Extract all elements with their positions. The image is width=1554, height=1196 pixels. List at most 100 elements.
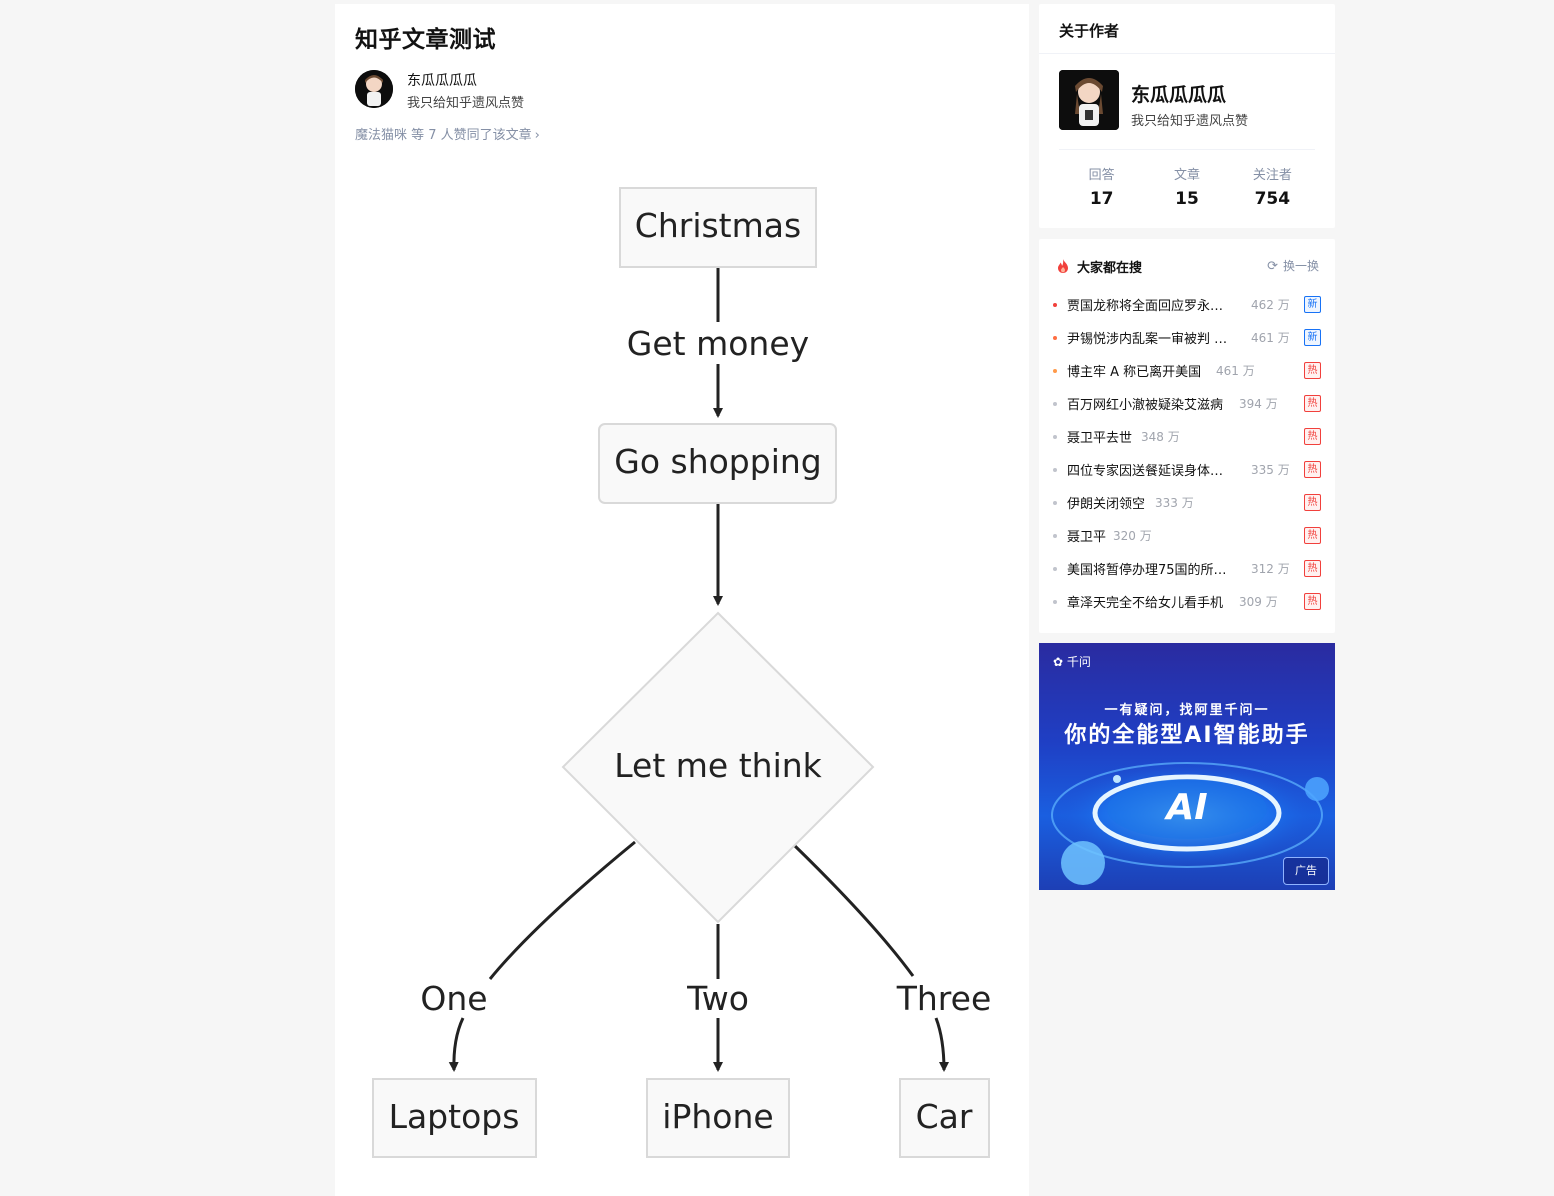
about-author-header: 关于作者 xyxy=(1039,4,1335,54)
rank-dot xyxy=(1053,435,1057,439)
hot-search-item[interactable]: 聂卫平 320 万 热 xyxy=(1053,520,1321,553)
about-author-card: 关于作者 东瓜瓜瓜瓜 我只给知乎遗风点赞 回答 17 文章 15 关注者 754 xyxy=(1039,4,1335,228)
hot-search-heat: 335 万 xyxy=(1251,463,1290,477)
rank-dot xyxy=(1053,501,1057,505)
hot-search-text: 伊朗关闭领空 xyxy=(1067,497,1146,512)
hot-search-title: 大家都在搜 xyxy=(1077,261,1143,276)
ad-headline: 你的全能型AI智能助手 xyxy=(1064,723,1310,748)
rank-dot xyxy=(1053,402,1057,406)
hot-badge: 热 xyxy=(1304,362,1321,379)
ad-subtitle: 一有疑问，找阿里千问一 xyxy=(1104,703,1270,718)
ad-brand-name: 千问 xyxy=(1066,655,1091,669)
flame-icon xyxy=(1058,259,1068,273)
hot-search-item[interactable]: 贾国龙称将全面回应罗永… 462 万 新 xyxy=(1053,289,1321,322)
hot-search-text: 美国将暂停办理75国的所… xyxy=(1067,563,1227,578)
stat-followers-label: 关注者 xyxy=(1252,168,1292,183)
rank-dot xyxy=(1053,567,1057,571)
node-go-shopping: Go shopping xyxy=(598,423,837,504)
hot-search-item[interactable]: 聂卫平去世 348 万 热 xyxy=(1053,421,1321,454)
hot-badge: 热 xyxy=(1304,527,1321,544)
hot-search-heat: 309 万 xyxy=(1239,595,1278,609)
hot-search-header: 大家都在搜 ⟳ 换一换 xyxy=(1055,257,1319,276)
stat-articles-value: 15 xyxy=(1175,189,1199,209)
stat-followers[interactable]: 关注者 754 xyxy=(1230,164,1315,214)
qwen-logo-icon: ✿ xyxy=(1053,655,1064,669)
new-badge: 新 xyxy=(1304,296,1321,313)
article-title: 知乎文章测试 xyxy=(355,27,496,53)
hot-search-list: 贾国龙称将全面回应罗永… 462 万 新 尹锡悦涉内乱案一审被判 … 461 万… xyxy=(1053,289,1321,619)
author-name-large[interactable]: 东瓜瓜瓜瓜 xyxy=(1131,84,1227,106)
likes-summary-text: 魔法猫咪 等 7 人赞同了该文章 xyxy=(355,128,532,143)
node-car-label: Car xyxy=(916,1097,973,1136)
hot-search-text: 博主牢 A 称已离开美国 xyxy=(1067,365,1202,380)
hot-search-text: 章泽天完全不给女儿看手机 xyxy=(1067,596,1224,611)
hot-search-text: 尹锡悦涉内乱案一审被判 … xyxy=(1067,332,1228,347)
ad-brand-logo: ✿ 千问 xyxy=(1053,653,1091,670)
node-christmas: Christmas xyxy=(619,187,817,268)
hot-search-item[interactable]: 美国将暂停办理75国的所… 312 万 热 xyxy=(1053,553,1321,586)
hot-search-item[interactable]: 章泽天完全不给女儿看手机 309 万 热 xyxy=(1053,586,1321,619)
ad-banner[interactable]: ✿ 千问 一有疑问，找阿里千问一 你的全能型AI智能助手 AI 广告 xyxy=(1039,643,1335,890)
hot-search-heat: 462 万 xyxy=(1251,298,1290,312)
hot-badge: 热 xyxy=(1304,593,1321,610)
edge-decision-laptops xyxy=(448,840,636,1072)
refresh-button[interactable]: ⟳ 换一换 xyxy=(1267,257,1319,274)
edge-label-three: Three xyxy=(896,979,992,1018)
node-iphone-label: iPhone xyxy=(662,1097,773,1136)
hot-badge: 热 xyxy=(1304,428,1321,445)
node-laptops: Laptops xyxy=(372,1078,537,1158)
hot-search-item[interactable]: 博主牢 A 称已离开美国 461 万 热 xyxy=(1053,355,1321,388)
author-avatar-large[interactable] xyxy=(1059,70,1119,130)
hot-search-item[interactable]: 尹锡悦涉内乱案一审被判 … 461 万 新 xyxy=(1053,322,1321,355)
hot-search-text: 聂卫平 xyxy=(1067,530,1107,545)
stat-followers-value: 754 xyxy=(1254,189,1291,209)
stat-answers[interactable]: 回答 17 xyxy=(1059,164,1144,214)
edge-decision-car xyxy=(793,844,949,1072)
node-go-shopping-label: Go shopping xyxy=(614,442,821,481)
about-author-profile: 东瓜瓜瓜瓜 我只给知乎遗风点赞 xyxy=(1059,70,1315,150)
hot-badge: 热 xyxy=(1304,560,1321,577)
hot-search-text: 贾国龙称将全面回应罗永… xyxy=(1067,299,1224,314)
rank-dot xyxy=(1053,600,1057,604)
ad-background-graphic xyxy=(1047,757,1329,885)
rank-dot xyxy=(1053,336,1057,340)
author-avatar[interactable] xyxy=(355,70,393,108)
ai-emblem: AI xyxy=(1166,787,1208,828)
edge-label-two: Two xyxy=(686,979,749,1018)
stat-articles[interactable]: 文章 15 xyxy=(1144,164,1229,214)
hot-search-heat: 461 万 xyxy=(1216,364,1255,378)
rank-dot xyxy=(1053,369,1057,373)
node-car: Car xyxy=(899,1078,990,1158)
stat-answers-label: 回答 xyxy=(1088,168,1115,183)
hot-search-text: 四位专家因送餐延误身体… xyxy=(1067,464,1224,479)
hot-search-item[interactable]: 伊朗关闭领空 333 万 热 xyxy=(1053,487,1321,520)
author-stats: 回答 17 文章 15 关注者 754 xyxy=(1059,164,1315,214)
stat-articles-label: 文章 xyxy=(1173,168,1200,183)
stat-answers-value: 17 xyxy=(1089,189,1114,209)
refresh-label: 换一换 xyxy=(1282,259,1319,273)
new-badge: 新 xyxy=(1304,329,1321,346)
ad-label-tag[interactable]: 广告 xyxy=(1283,857,1329,885)
hot-search-heat: 348 万 xyxy=(1141,430,1180,444)
node-decision: Let me think xyxy=(561,611,875,924)
rank-dot xyxy=(1053,534,1057,538)
hot-search-text: 聂卫平去世 xyxy=(1067,431,1133,446)
hot-search-item[interactable]: 百万网红小澈被疑染艾滋病 394 万 热 xyxy=(1053,388,1321,421)
hot-search-text: 百万网红小澈被疑染艾滋病 xyxy=(1067,398,1224,413)
hot-search-heat: 312 万 xyxy=(1251,562,1290,576)
hot-badge: 热 xyxy=(1304,461,1321,478)
hot-search-heat: 394 万 xyxy=(1239,397,1278,411)
hot-search-item[interactable]: 四位专家因送餐延误身体… 335 万 热 xyxy=(1053,454,1321,487)
author-bio-large: 我只给知乎遗风点赞 xyxy=(1131,114,1249,129)
refresh-icon: ⟳ xyxy=(1267,259,1278,274)
likes-summary-link[interactable]: 魔法猫咪 等 7 人赞同了该文章› xyxy=(355,124,540,143)
author-bio: 我只给知乎遗风点赞 xyxy=(407,96,525,111)
node-iphone: iPhone xyxy=(646,1078,790,1158)
hot-badge: 热 xyxy=(1304,395,1321,412)
hot-badge: 热 xyxy=(1304,494,1321,511)
flowchart-diagram: Christmas Get money Go shopping Let me t… xyxy=(372,187,992,1158)
author-name[interactable]: 东瓜瓜瓜瓜 xyxy=(407,73,477,89)
node-laptops-label: Laptops xyxy=(389,1097,520,1136)
hot-search-heat: 320 万 xyxy=(1113,529,1152,543)
hot-search-heat: 333 万 xyxy=(1155,496,1194,510)
